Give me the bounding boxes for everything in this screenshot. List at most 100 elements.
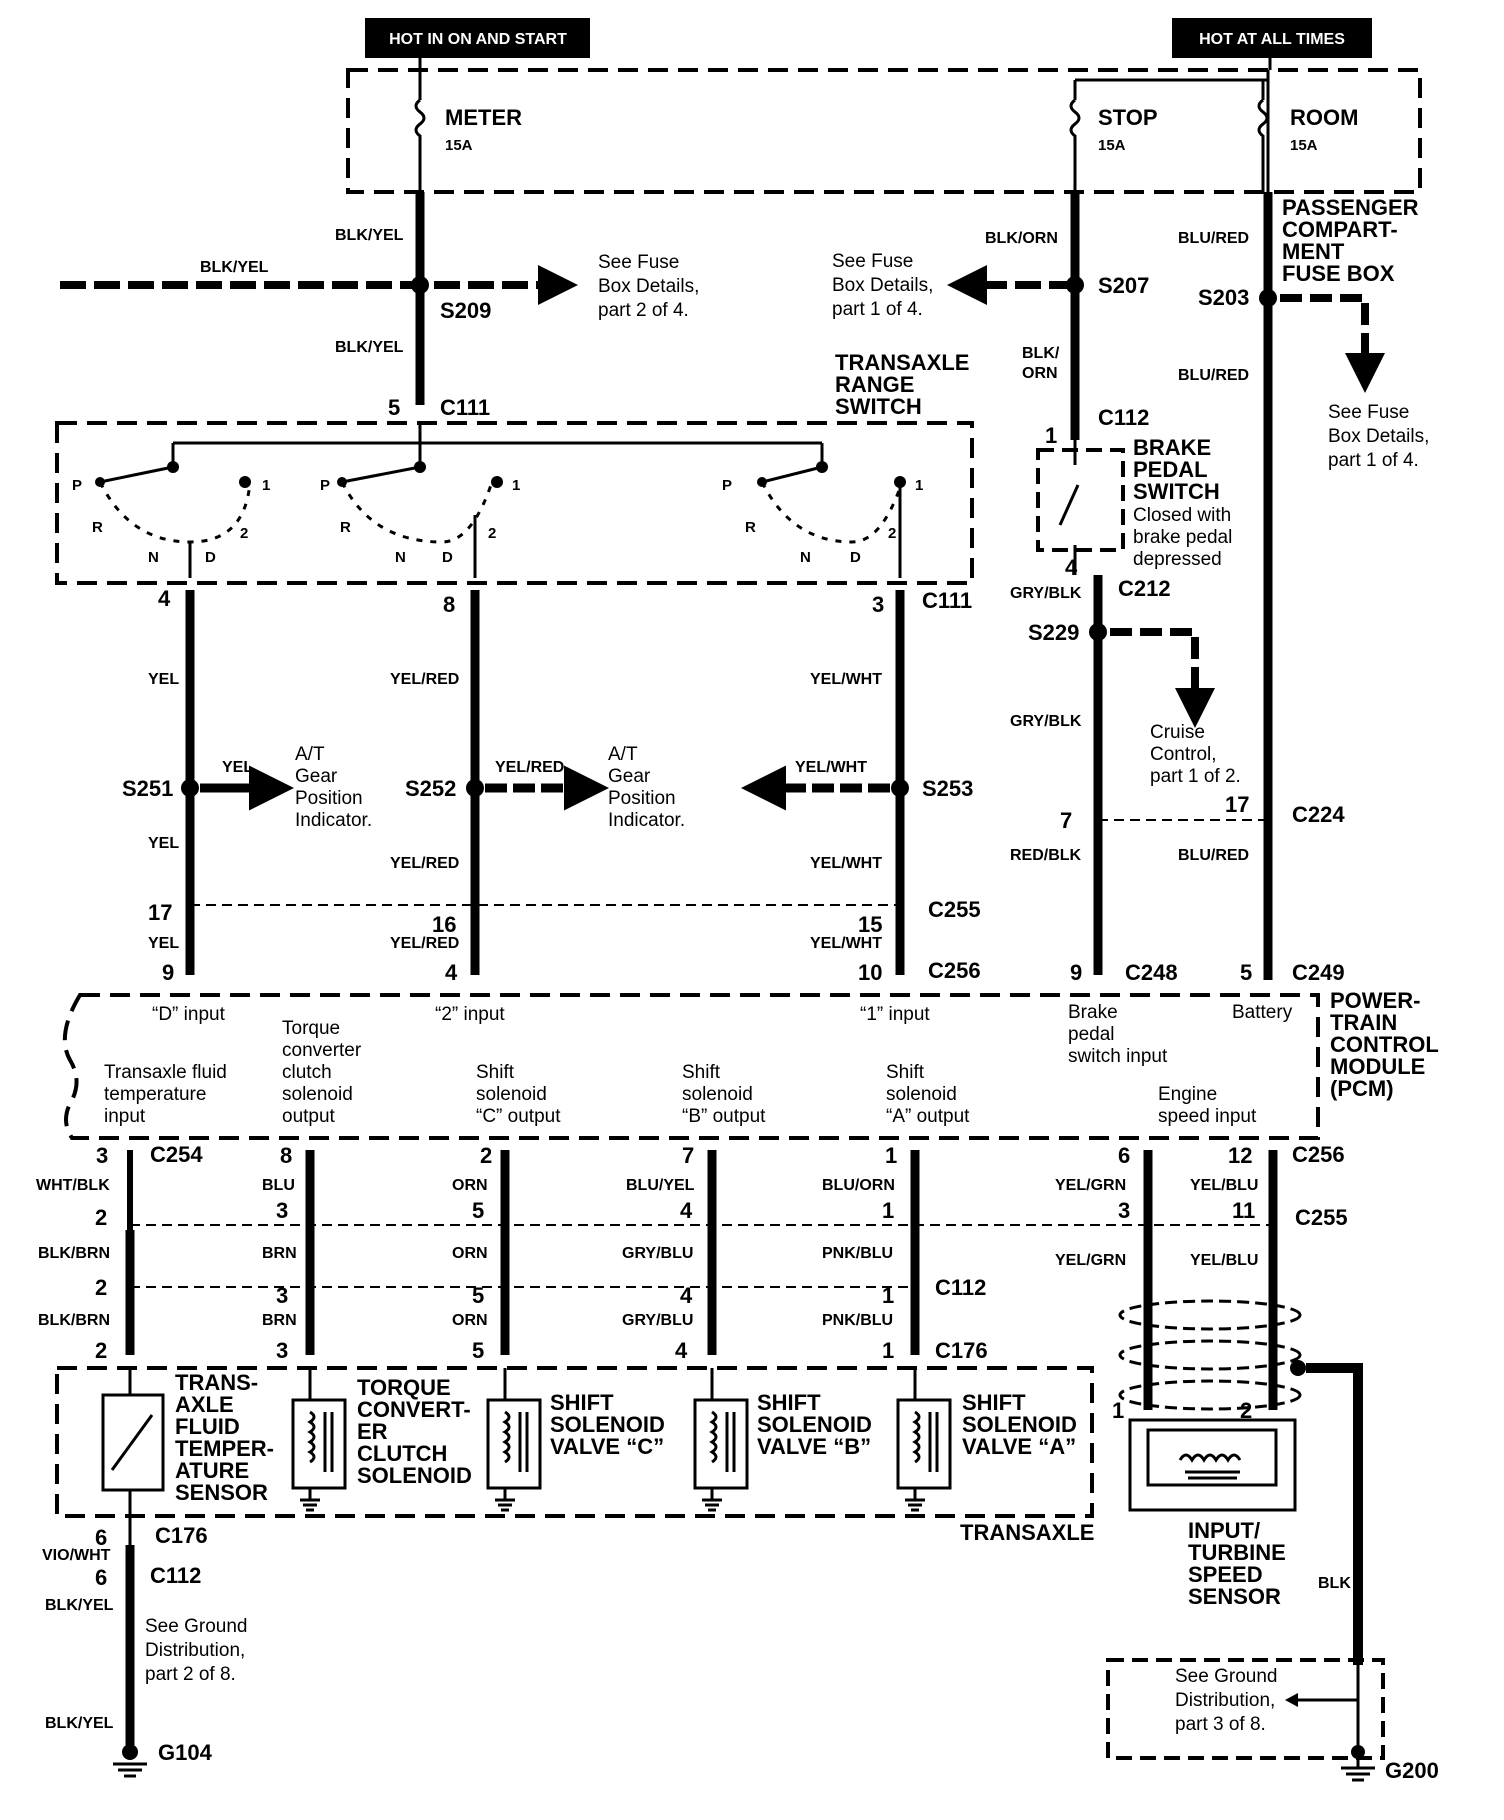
svg-text:BRAKE: BRAKE xyxy=(1133,435,1211,460)
svg-text:1: 1 xyxy=(882,1198,894,1223)
svg-text:SWITCH: SWITCH xyxy=(1133,479,1220,504)
pcm-battery: Battery xyxy=(1232,1002,1293,1023)
ground-g200-outline xyxy=(1106,1658,1385,1760)
svg-text:R: R xyxy=(92,519,103,536)
wire-label-yel-2: YEL xyxy=(222,759,253,776)
room-fuse-rating: 15A xyxy=(1290,137,1318,154)
svg-text:HOT IN ON AND START: HOT IN ON AND START xyxy=(389,31,567,48)
svg-text:TRAIN: TRAIN xyxy=(1330,1010,1397,1035)
meter-fuse-label: METER xyxy=(445,105,522,130)
input-turbine-speed-sensor-icon xyxy=(1128,1418,1297,1512)
svg-text:“B” output: “B” output xyxy=(682,1106,766,1127)
svg-text:Transaxle fluid: Transaxle fluid xyxy=(104,1062,227,1083)
brake-pedal-switch-title: BRAKE PEDAL SWITCH xyxy=(1133,435,1220,504)
svg-text:4: 4 xyxy=(680,1283,693,1308)
c176-label: C176 xyxy=(935,1338,988,1363)
wire-label-blk-orn-split-2: ORN xyxy=(1022,365,1058,382)
c224-label: C224 xyxy=(1292,802,1345,827)
at-gear-indicator-note-1: A/T Gear Position Indicator. xyxy=(295,744,372,831)
svg-text:PEDAL: PEDAL xyxy=(1133,457,1208,482)
trs-pin-in: 5 xyxy=(388,395,400,420)
wire-label-yel-wht-3: YEL/WHT xyxy=(810,855,882,872)
wire-label-blu-red-1: BLU/RED xyxy=(1178,230,1249,247)
splice-s252 xyxy=(466,779,484,797)
svg-text:part 3 of 8.: part 3 of 8. xyxy=(1175,1714,1266,1735)
c255-pin-17: 17 xyxy=(148,900,172,925)
wire-label-vio-wht: VIO/WHT xyxy=(42,1547,111,1564)
svg-text:Engine: Engine xyxy=(1158,1084,1217,1105)
svg-text:See Ground: See Ground xyxy=(1175,1666,1277,1687)
c112-top-label: C112 xyxy=(1098,405,1149,430)
pcm-ssc-output: Shift solenoid “C” output xyxy=(476,1062,561,1127)
tft-sensor-label: TRANS- AXLE FLUID TEMPER- ATURE SENSOR xyxy=(175,1370,274,1505)
tcc-solenoid-label: TORQUE CONVERT- ER CLUTCH SOLENOID xyxy=(357,1375,472,1488)
svg-text:P: P xyxy=(722,477,732,494)
cruise-control-note: Cruise Control, part 1 of 2. xyxy=(1150,722,1241,787)
trs-title: TRANSAXLE RANGE SWITCH xyxy=(835,350,969,419)
svg-text:YEL/GRN: YEL/GRN xyxy=(1055,1177,1126,1194)
ssb-valve-icon xyxy=(693,1368,749,1512)
c248-label: C248 xyxy=(1125,960,1178,985)
svg-text:N: N xyxy=(395,549,406,566)
svg-text:CONTROL: CONTROL xyxy=(1330,1032,1439,1057)
stop-fuse-icon xyxy=(1069,98,1081,192)
brake-pedal-switch-desc: Closed with brake pedal depressed xyxy=(1133,505,1232,570)
brake-pin-4: 4 xyxy=(1065,555,1078,580)
svg-text:3: 3 xyxy=(276,1283,288,1308)
svg-text:“C” output: “C” output xyxy=(476,1106,561,1127)
wire-label-red-blk: RED/BLK xyxy=(1010,847,1082,864)
svg-text:TURBINE: TURBINE xyxy=(1188,1540,1286,1565)
svg-text:BLK/BRN: BLK/BRN xyxy=(38,1245,110,1262)
g200-label: G200 xyxy=(1385,1758,1439,1783)
wire-label-yel-red-4: YEL/RED xyxy=(390,935,459,952)
pcm-brake-input: Brake pedal switch input xyxy=(1068,1002,1168,1067)
svg-text:input: input xyxy=(104,1106,146,1127)
wire-label-blu-red-3: BLU/RED xyxy=(1178,847,1249,864)
c176-pin-6: 6 xyxy=(95,1525,107,1550)
svg-text:BLU: BLU xyxy=(262,1177,295,1194)
svg-text:FUSE BOX: FUSE BOX xyxy=(1282,261,1395,286)
see-fuse-box-part1-note-a: See Fuse Box Details, part 1 of 4. xyxy=(832,251,933,320)
hot-at-all-times-banner: HOT AT ALL TIMES xyxy=(1172,18,1372,58)
pcm-2-input: “2” input xyxy=(435,1004,505,1025)
bottom-col-tcc: 8 BLU 3 BRN 3 BRN 3 xyxy=(262,1143,297,1363)
c112-bottom-label: C112 xyxy=(935,1275,986,1300)
c256-pin-10: 10 xyxy=(858,960,882,985)
svg-text:COMPART-: COMPART- xyxy=(1282,217,1398,242)
svg-text:Indicator.: Indicator. xyxy=(295,810,372,831)
ssa-valve-icon xyxy=(896,1368,952,1512)
brake-pedal-switch-outline xyxy=(1036,448,1125,552)
svg-text:part 2 of 4.: part 2 of 4. xyxy=(598,300,689,321)
ssa-valve-label: SHIFT SOLENOID VALVE “A” xyxy=(962,1390,1077,1459)
svg-text:See Fuse: See Fuse xyxy=(1328,402,1409,423)
bottom-col-ssb: 7 BLU/YEL 4 GRY/BLU 4 GRY/BLU 4 xyxy=(622,1143,695,1363)
tcc-solenoid-icon xyxy=(291,1368,347,1512)
wire-label-yel-3: YEL xyxy=(148,835,179,852)
svg-text:POWER-: POWER- xyxy=(1330,988,1420,1013)
svg-text:3: 3 xyxy=(96,1143,108,1168)
c255-bottom-label: C255 xyxy=(1295,1205,1348,1230)
pcm-d-input: “D” input xyxy=(152,1004,226,1025)
c176-bottom-label: C176 xyxy=(155,1523,208,1548)
svg-text:temperature: temperature xyxy=(104,1084,206,1105)
c212-label: C212 xyxy=(1118,576,1171,601)
wire-label-yel-red-2: YEL/RED xyxy=(495,759,564,776)
svg-text:5: 5 xyxy=(472,1338,484,1363)
c256-bottom-label: C256 xyxy=(1292,1142,1345,1167)
svg-text:solenoid: solenoid xyxy=(682,1084,753,1105)
svg-text:12: 12 xyxy=(1228,1143,1252,1168)
svg-text:6: 6 xyxy=(1118,1143,1130,1168)
svg-text:See Fuse: See Fuse xyxy=(598,252,679,273)
svg-text:PNK/BLU: PNK/BLU xyxy=(822,1245,893,1262)
svg-text:BLU/ORN: BLU/ORN xyxy=(822,1177,895,1194)
stop-fuse-label: STOP xyxy=(1098,105,1158,130)
svg-text:Control,: Control, xyxy=(1150,744,1217,765)
svg-text:MODULE: MODULE xyxy=(1330,1054,1425,1079)
svg-text:2: 2 xyxy=(95,1338,107,1363)
c112-ground-label: C112 xyxy=(150,1563,201,1588)
svg-text:1: 1 xyxy=(882,1283,894,1308)
svg-text:YEL/BLU: YEL/BLU xyxy=(1190,1252,1258,1269)
ssc-valve-icon xyxy=(486,1368,542,1512)
svg-text:2: 2 xyxy=(95,1205,107,1230)
c256-pin-4: 4 xyxy=(445,960,458,985)
